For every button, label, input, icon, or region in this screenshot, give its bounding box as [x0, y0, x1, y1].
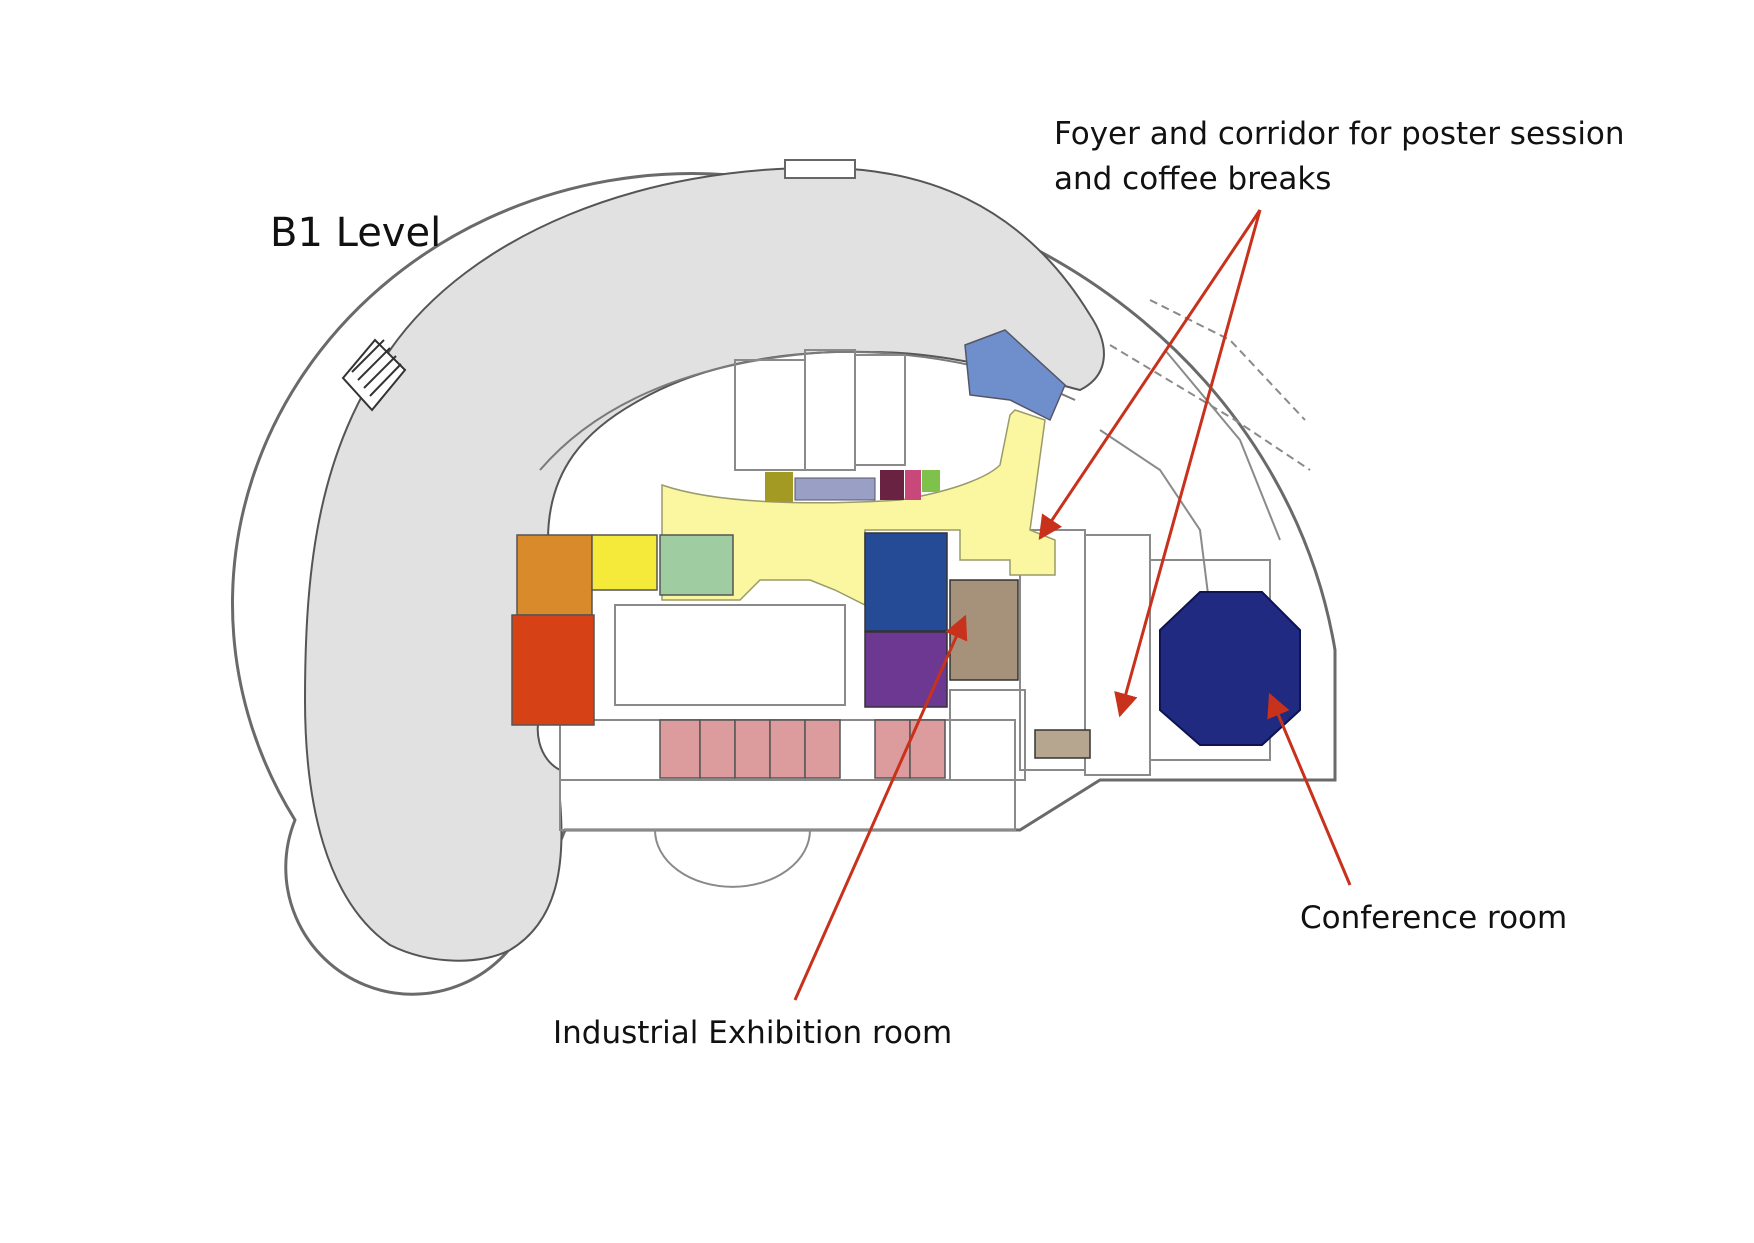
level-title: B1 Level [270, 210, 442, 256]
foyer-corridor-area [661, 409, 1056, 607]
arrow-to-corridor [1038, 209, 1262, 540]
top-notch [784, 159, 856, 179]
room-conference [1159, 591, 1301, 746]
annotation-arrows [793, 209, 1352, 1001]
room-periwinkle [964, 329, 1066, 422]
foyer-annotation-line1: Foyer and corridor for poster session [1054, 116, 1625, 152]
room-rose [905, 470, 921, 500]
conference-room-annotation: Conference room [1300, 900, 1568, 936]
exhibition-room-annotation: Industrial Exhibition room [553, 1015, 953, 1051]
room-red [511, 614, 595, 726]
foyer-annotation-line2: and coffee breaks [1054, 161, 1332, 197]
foyer-annotation: Foyer and corridor for poster session an… [1054, 112, 1625, 202]
pink-rooms-row [659, 719, 946, 779]
arrow-to-conference [1267, 692, 1352, 886]
room-lime [922, 470, 940, 492]
room-lavender [794, 477, 876, 501]
room-green [659, 534, 734, 596]
room-tan [1034, 729, 1091, 759]
entrance-stairs [341, 338, 407, 412]
room-maroon [880, 470, 904, 500]
arrow-to-foyer [1114, 209, 1262, 718]
arrow-to-exhibition [793, 614, 968, 1001]
room-olive [765, 472, 793, 502]
room-orange [516, 534, 593, 616]
room-blue [864, 532, 948, 632]
wing-walls [1109, 299, 1311, 471]
room-yellow [591, 534, 658, 591]
room-purple [864, 631, 948, 708]
